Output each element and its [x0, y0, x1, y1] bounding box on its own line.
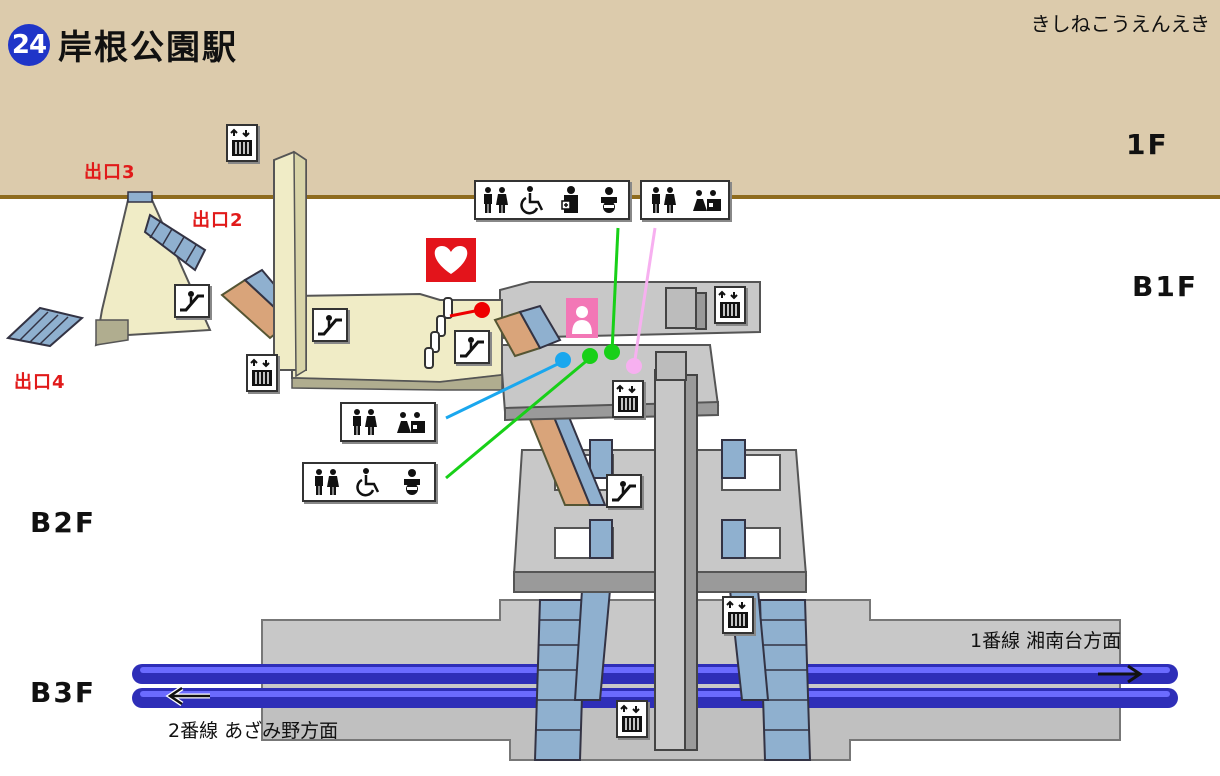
- escalator-icon: [606, 474, 642, 508]
- escalator-icon: [454, 330, 490, 364]
- elevator-shaft-top: [665, 287, 707, 330]
- facility-group-b1-main: [474, 180, 630, 220]
- elevator-shaft-center: [654, 351, 698, 751]
- multipurpose-room-icon: [692, 190, 721, 211]
- exit-4-stairs: [5, 306, 85, 348]
- floor-label-b3f: B3F: [30, 676, 96, 709]
- leader-dots: [474, 302, 642, 374]
- elevator-icon: [714, 286, 746, 324]
- arrow-right-icon: [1098, 664, 1143, 684]
- exit-4-label: 出口4: [14, 372, 66, 393]
- multipurpose-room-icon: [397, 412, 425, 433]
- floor-label-b2f: B2F: [30, 506, 96, 539]
- heart-icon: [426, 238, 476, 282]
- surface-area: [0, 0, 1220, 196]
- station-reading: きしねこうえんえき: [1030, 12, 1210, 36]
- restroom-icon: [314, 469, 339, 495]
- exit-3-label: 出口3: [84, 162, 136, 183]
- stairs-b3-mid: [573, 589, 770, 701]
- restroom-icon: [651, 187, 676, 213]
- wheelchair-icon: [520, 186, 544, 215]
- facility-group-green: [302, 462, 436, 502]
- arrow-left-icon: [165, 685, 210, 707]
- escalator-icon: [312, 308, 348, 342]
- baby-icon: [601, 187, 617, 213]
- stairs-b3-right: [758, 599, 812, 761]
- baby-icon: [404, 469, 421, 495]
- exit-2-shaft: [273, 150, 307, 378]
- escalator-icon: [174, 284, 210, 318]
- wheelchair-icon: [356, 468, 380, 497]
- floor-label-b1f: B1F: [1132, 270, 1198, 303]
- stairs-b3-left: [533, 599, 587, 761]
- ostomate-icon: [561, 186, 578, 213]
- ticket-gates: [424, 297, 453, 369]
- track-1-direction: 1番線 湘南台方面: [970, 630, 1122, 652]
- elevator-icon: [226, 124, 258, 162]
- exit-2-label: 出口2: [192, 210, 244, 231]
- elevator-icon: [722, 596, 754, 634]
- station-name: 岸根公園駅: [58, 28, 238, 68]
- elevator-icon: [246, 354, 278, 392]
- facility-group-b1-secondary: [640, 180, 730, 220]
- facility-group-blue: [340, 402, 436, 442]
- escalator-b1-upper: [493, 304, 562, 358]
- station-number-badge: 24: [8, 24, 50, 66]
- elevator-icon: [616, 700, 648, 738]
- track-2-direction: 2番線 あざみ野方面: [168, 720, 339, 742]
- elevator-icon: [612, 380, 644, 418]
- restroom-icon: [484, 187, 508, 213]
- restroom-icon: [353, 409, 377, 435]
- staff-icon: [566, 298, 598, 338]
- floor-label-1f: 1F: [1126, 128, 1169, 161]
